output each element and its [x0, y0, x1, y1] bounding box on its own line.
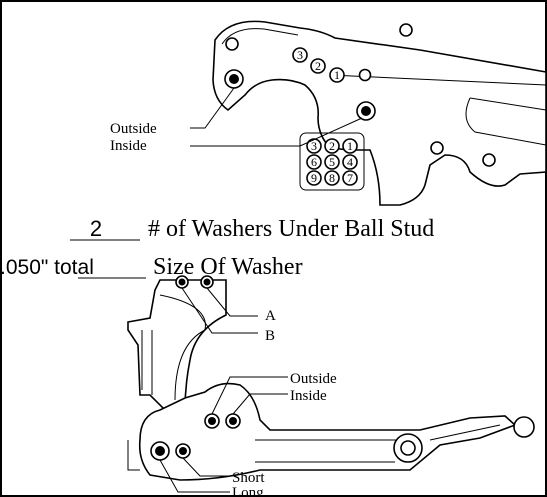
arm-outside-stud — [208, 417, 216, 425]
stud-b — [203, 278, 211, 286]
short-label: Short — [232, 470, 265, 486]
hole-3-upper — [292, 47, 308, 63]
grid-hole-5 — [324, 154, 340, 170]
short-stud — [179, 447, 187, 455]
inside-leader — [190, 117, 363, 147]
grid-hole-1 — [342, 138, 358, 154]
upper-hole-numbers: 3 2 1 — [292, 47, 345, 83]
stud-a — [178, 278, 186, 286]
arm-inside-stud — [229, 417, 237, 425]
washer-size-label: Size Of Washer — [153, 254, 303, 280]
mount-hole-top-left — [225, 37, 239, 51]
grid-hole-6 — [306, 154, 322, 170]
upper-bracket-inner-edge — [221, 28, 299, 45]
lower-arm-inner-edge — [255, 424, 501, 463]
arm-inside-leader — [232, 393, 288, 415]
b-leader — [181, 287, 258, 334]
long-stud — [155, 446, 165, 456]
arm-outside-leader — [211, 376, 288, 415]
outside-leader — [190, 87, 235, 129]
grid-hole-8 — [324, 170, 340, 186]
top-inside-label: Inside — [110, 138, 147, 154]
lower-arm-left-edge — [127, 440, 140, 471]
washer-info: 2 # of Washers Under Ball Stud .050" tot… — [0, 216, 434, 280]
mount-hole-top-right — [399, 23, 413, 37]
hole-3-upper-label: 3 — [297, 48, 303, 62]
upper-bracket-outline — [212, 20, 547, 206]
grid-hole-5-label: 5 — [329, 155, 335, 169]
hole-grid-outline — [299, 132, 365, 191]
grid-hole-3 — [306, 138, 322, 154]
arm-inside-label: Inside — [290, 388, 327, 404]
washer-count-label: # of Washers Under Ball Stud — [148, 216, 434, 242]
short-leader — [182, 457, 230, 477]
lower-bracket-web — [141, 294, 206, 401]
grid-hole-4 — [342, 154, 358, 170]
upper-bracket: 3 2 1 3 2 1 6 5 4 9 8 7 — [110, 20, 547, 206]
top-outside-label: Outside — [110, 121, 157, 137]
washer-count-value: 2 — [90, 216, 102, 241]
washer-size-value: .050" total — [0, 256, 94, 279]
lower-arm-outline — [138, 382, 517, 481]
grid-hole-9 — [306, 170, 322, 186]
end-ball-stud — [513, 416, 535, 438]
pivot-inner — [400, 440, 416, 456]
inside-stud — [361, 106, 371, 116]
long-label: Long — [232, 485, 264, 497]
hole-1-upper-label: 1 — [334, 68, 340, 82]
outside-stud — [229, 74, 239, 84]
grid-hole-2 — [324, 138, 340, 154]
a-leader — [206, 287, 258, 317]
hole-2-upper-label: 2 — [315, 59, 321, 73]
arm-outside-label: Outside — [290, 371, 337, 387]
grid-hole-2-label: 2 — [329, 139, 335, 153]
grid-hole-8-label: 8 — [329, 171, 335, 185]
grid-hole-4-label: 4 — [347, 155, 353, 169]
lower-arm-assembly: A B Outside Inside Short Long — [127, 275, 535, 497]
grid-hole-3-label: 3 — [311, 139, 317, 153]
grid-hole-7-label: 7 — [347, 171, 353, 185]
hole-grid: 3 2 1 6 5 4 9 8 7 — [306, 138, 358, 186]
long-leader — [159, 459, 230, 493]
mount-hole-mid — [358, 68, 372, 82]
label-a: A — [265, 308, 276, 324]
mount-hole-right-a — [430, 141, 444, 155]
label-b: B — [265, 328, 275, 344]
hole-1-upper — [329, 67, 345, 83]
grid-hole-9-label: 9 — [311, 171, 317, 185]
upper-bracket-slot — [465, 97, 547, 146]
mount-hole-right-b — [482, 153, 496, 167]
grid-hole-6-label: 6 — [311, 155, 317, 169]
grid-hole-7 — [342, 170, 358, 186]
hole-2-upper — [310, 58, 326, 74]
grid-hole-1-label: 1 — [347, 139, 353, 153]
